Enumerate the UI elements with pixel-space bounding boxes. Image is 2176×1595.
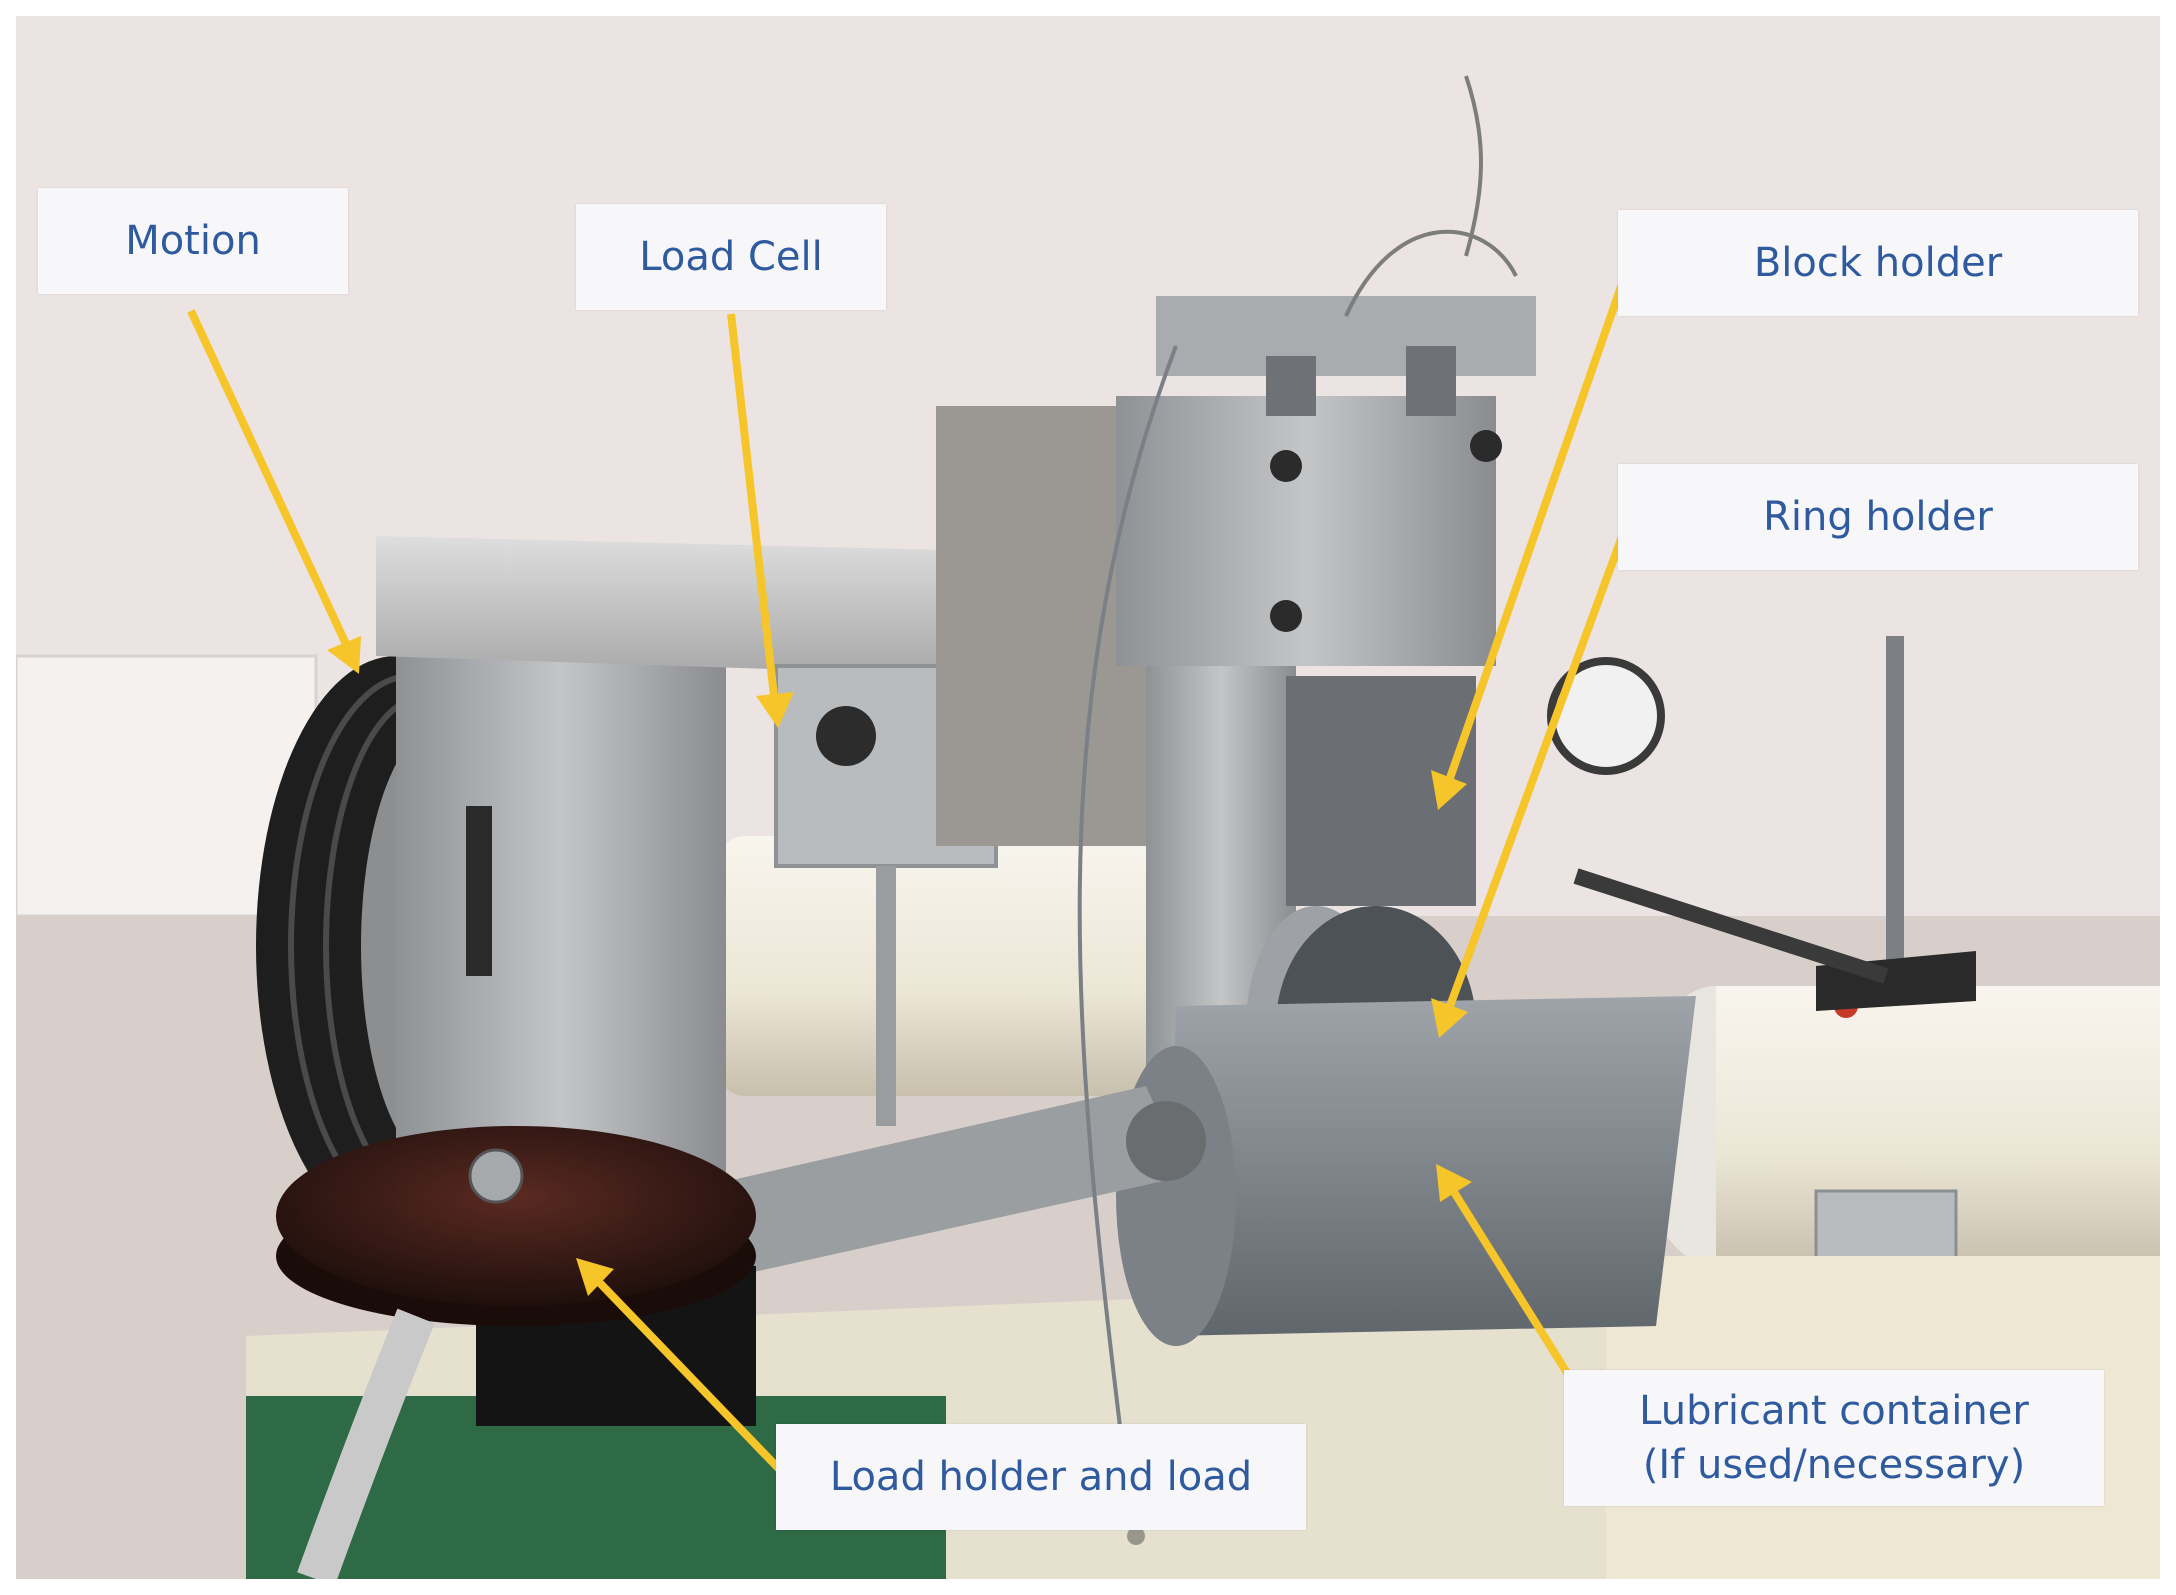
label-lubricant-line1: Lubricant container — [1639, 1388, 2029, 1434]
frame-slot — [466, 806, 492, 976]
back-cylinder — [716, 836, 1196, 1096]
arrow-load-holder — [595, 1278, 784, 1474]
label-block-holder: Block holder — [1618, 210, 2138, 316]
load-disc — [276, 1126, 756, 1306]
label-lubricant-container: Lubricant container (If used/necessary) — [1564, 1370, 2104, 1506]
arrow-ring-holder-head — [1431, 998, 1468, 1038]
top-post-left — [1266, 356, 1316, 416]
top-plate — [1156, 296, 1536, 376]
top-wires — [1344, 75, 1518, 317]
load-cell-rod — [876, 866, 896, 1126]
photo-frame: Motion Load Cell Block holder Ring holde… — [16, 16, 2160, 1579]
arrow-load-cell — [727, 313, 778, 697]
lubricant-tub — [1166, 996, 1696, 1336]
gauge-arm — [1573, 868, 1889, 984]
arrow-ring-holder — [1446, 529, 1628, 1008]
dial-gauge — [1547, 657, 1665, 775]
arrow-block-holder-head — [1431, 770, 1467, 810]
frame-column — [396, 616, 726, 1176]
upper-column — [1116, 396, 1496, 666]
label-load-holder: Load holder and load — [776, 1424, 1306, 1530]
load-cell-bore — [816, 706, 876, 766]
load-disc-nut — [468, 1148, 524, 1204]
label-motion: Motion — [38, 188, 348, 294]
arrow-load-cell-head — [756, 692, 794, 728]
column-bolts — [1270, 430, 1502, 632]
pivot — [1126, 1101, 1206, 1181]
arrow-load-holder-head — [576, 1258, 614, 1296]
top-beam — [376, 536, 986, 676]
label-ring-holder-text: Ring holder — [1763, 494, 1993, 540]
arrows — [187, 276, 1628, 1474]
lever-arm — [706, 1086, 1186, 1276]
label-load-holder-text: Load holder and load — [829, 1454, 1253, 1500]
top-post-right — [1406, 346, 1456, 416]
arrow-motion — [187, 309, 350, 646]
label-ring-holder: Ring holder — [1618, 464, 2138, 570]
label-motion-text: Motion — [125, 218, 261, 264]
stand-rod — [1886, 636, 1904, 966]
label-block-holder-text: Block holder — [1753, 240, 2003, 286]
arrow-lubricant-head — [1436, 1164, 1472, 1202]
wire — [1077, 345, 1178, 1477]
label-load-cell-text: Load Cell — [639, 234, 823, 280]
label-lubricant-line2: (If used/necessary) — [1642, 1442, 2026, 1488]
arrow-lubricant — [1450, 1189, 1588, 1403]
label-load-cell: Load Cell — [576, 204, 886, 310]
arrow-block-holder — [1446, 276, 1628, 780]
cable-bundle — [297, 1308, 435, 1579]
arrow-motion-head — [327, 636, 361, 674]
